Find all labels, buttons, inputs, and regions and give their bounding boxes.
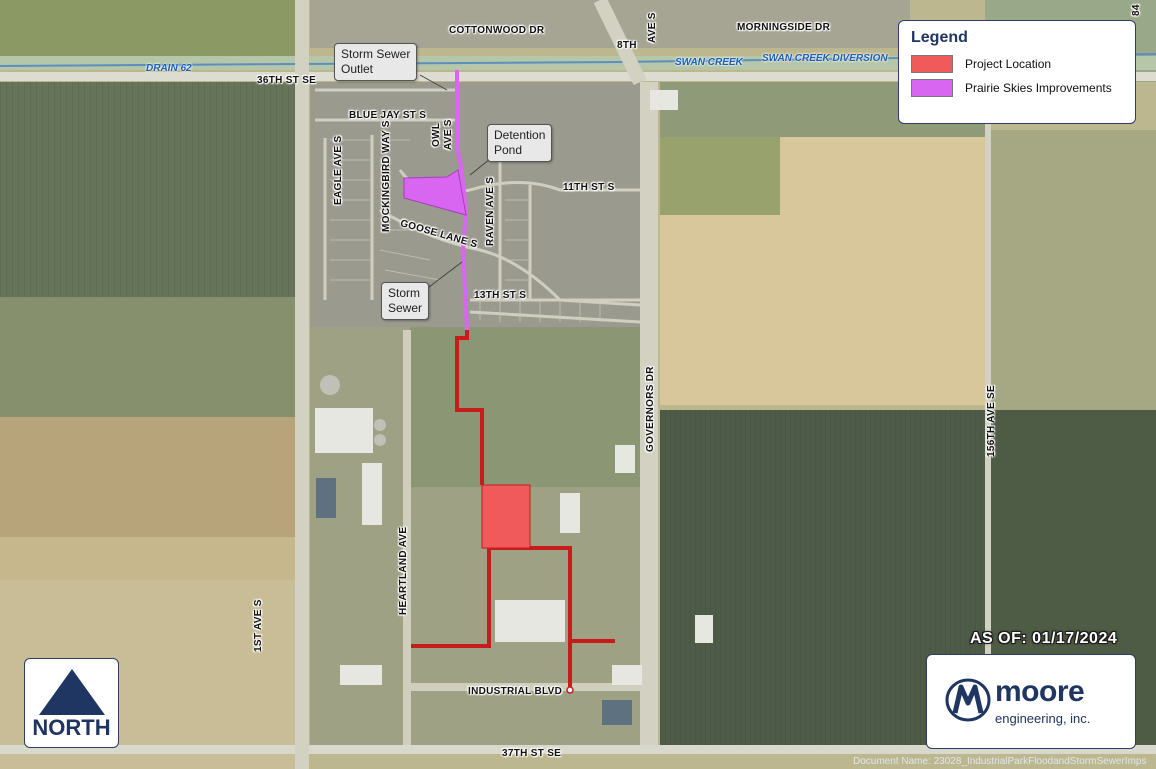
- prairie-skies-improvements[interactable]: [403, 70, 469, 331]
- road-label-156th: 156TH AVE SE: [986, 385, 997, 457]
- road-label-raven: RAVEN AVE S: [485, 176, 496, 246]
- north-arrow-icon: [39, 669, 105, 715]
- road-label-37th: 37TH ST SE: [502, 748, 562, 759]
- north-label: NORTH: [32, 715, 111, 740]
- logo-subtitle: engineering, inc.: [995, 711, 1091, 726]
- legend-item-prairie: Prairie Skies Improvements: [911, 79, 1123, 97]
- road-label-morningside: MORNINGSIDE DR: [737, 22, 831, 33]
- legend-title: Legend: [911, 29, 968, 46]
- road-label-industrial: INDUSTRIAL BLVD: [468, 686, 563, 697]
- road-label-1st-ave: 1ST AVE S: [253, 599, 264, 652]
- project-location[interactable]: [411, 330, 615, 694]
- legend-label-prairie: Prairie Skies Improvements: [965, 81, 1112, 95]
- as-of-date: AS OF: 01/17/2024: [970, 630, 1118, 647]
- water-label-swan: SWAN CREEK: [675, 57, 743, 68]
- north-arrow: NORTH: [24, 658, 119, 748]
- road-label-owl-ave: AVE S: [443, 119, 454, 150]
- company-logo: moore engineering, inc.: [926, 654, 1136, 749]
- callout-storm-sewer-outlet: Storm Sewer Outlet: [334, 43, 418, 81]
- water-label-swan-diversion: SWAN CREEK DIVERSION: [762, 53, 888, 64]
- road-label-13th: 13TH ST S: [474, 290, 527, 301]
- legend-swatch-project: [911, 55, 953, 73]
- legend-swatch-prairie: [911, 79, 953, 97]
- road-label-cottonwood: COTTONWOOD DR: [449, 25, 545, 36]
- road-label-governors: GOVERNORS DR: [645, 366, 656, 452]
- callout-storm-sewer: Storm Sewer: [381, 282, 430, 320]
- moore-m-icon: [945, 678, 991, 722]
- logo-wordmark: moore: [995, 675, 1085, 708]
- road-label-edge-number: 84: [1131, 4, 1142, 16]
- road-label-bluejay: BLUE JAY ST S: [349, 110, 427, 121]
- road-label-eagle: EAGLE AVE S: [333, 135, 344, 205]
- legend-label-project: Project Location: [965, 57, 1052, 71]
- road-label-8th: 8TH: [617, 40, 637, 51]
- road-label-ave-s-top: AVE S: [647, 12, 658, 43]
- road-label-11th: 11TH ST S: [563, 182, 615, 193]
- callout-detention-pond: Detention Pond: [487, 124, 553, 162]
- road-label-mockingbird: MOCKINGBIRD WAY S: [381, 120, 392, 232]
- road-label-heartland: HEARTLAND AVE: [398, 526, 409, 615]
- legend-item-project: Project Location: [911, 55, 1123, 73]
- water-label-drain: DRAIN 62: [146, 63, 192, 74]
- document-name: Document Name: 23028_IndustrialParkFlood…: [853, 756, 1147, 767]
- legend-panel: Legend Project Location Prairie Skies Im…: [898, 20, 1136, 124]
- road-label-36th: 36TH ST SE: [257, 75, 317, 86]
- road-label-owl: OWL: [431, 122, 442, 147]
